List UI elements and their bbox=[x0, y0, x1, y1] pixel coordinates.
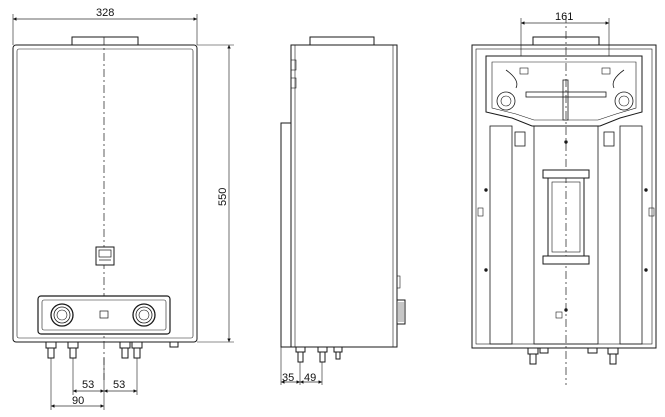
display-window bbox=[95, 246, 115, 266]
dim-height-label: 550 bbox=[217, 188, 229, 206]
central-channel bbox=[533, 125, 599, 345]
rear-window bbox=[542, 169, 590, 265]
front-body bbox=[12, 44, 198, 343]
power-indicator bbox=[99, 310, 109, 319]
bottom-fittings bbox=[45, 341, 179, 359]
front-top-cap bbox=[71, 36, 139, 46]
dim-width-label: 328 bbox=[96, 7, 114, 19]
dim-offset-label: 90 bbox=[72, 395, 84, 407]
side-body bbox=[290, 44, 398, 348]
side-fittings bbox=[295, 346, 343, 363]
dim-depth-b-label: 49 bbox=[304, 372, 316, 384]
rear-view bbox=[471, 15, 657, 385]
side-top-cap bbox=[309, 36, 375, 46]
left-rail bbox=[489, 125, 513, 345]
left-knob bbox=[50, 303, 74, 327]
right-rail bbox=[619, 125, 643, 345]
side-view bbox=[280, 36, 406, 385]
front-view bbox=[12, 14, 234, 410]
front-dimensions bbox=[13, 17, 231, 408]
rear-fittings bbox=[527, 347, 619, 365]
dim-bracket-label: 161 bbox=[555, 11, 573, 23]
right-knob bbox=[132, 303, 156, 327]
side-knob bbox=[396, 299, 406, 325]
front-body-inner bbox=[16, 48, 194, 339]
mounting-bracket bbox=[485, 55, 643, 127]
side-back-plate bbox=[280, 122, 292, 348]
control-panel bbox=[37, 295, 171, 335]
dim-depth-a-label: 35 bbox=[282, 372, 294, 384]
dim-spacing-left-label: 53 bbox=[82, 379, 94, 391]
dim-spacing-right-label: 53 bbox=[113, 379, 125, 391]
